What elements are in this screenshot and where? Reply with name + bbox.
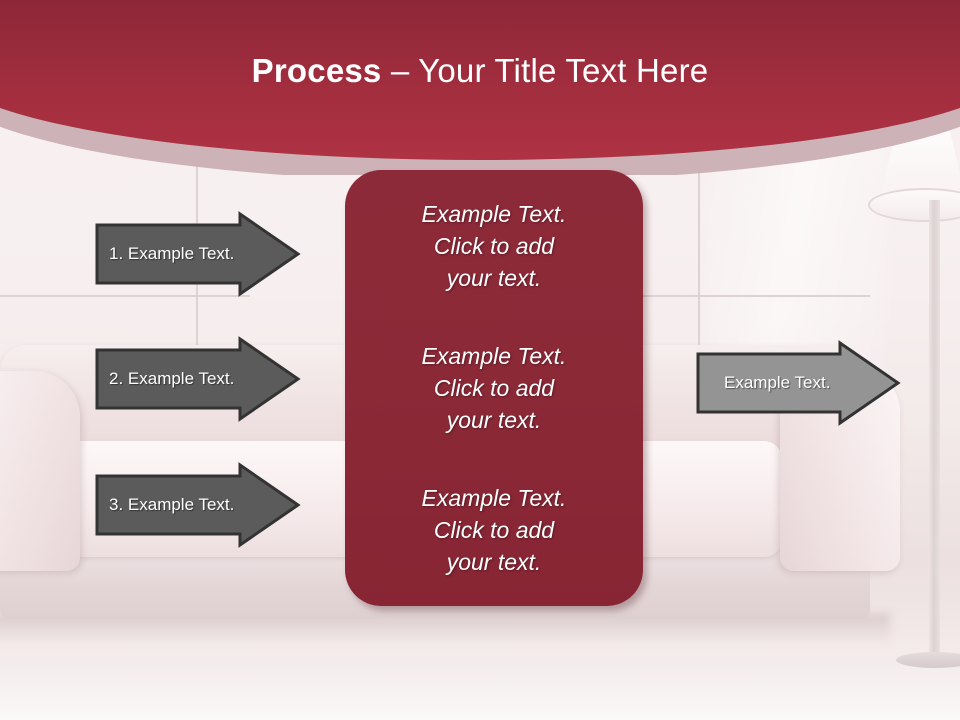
- header-red-shape: [0, 0, 960, 160]
- wall-grid-line-vertical-left: [196, 150, 198, 450]
- input-arrow-3[interactable]: 3. Example Text.: [95, 462, 301, 548]
- lamp-base-icon: [896, 652, 960, 668]
- wall-grid-line-horizontal-left: [0, 295, 250, 297]
- input-arrow-1-label: 1. Example Text.: [109, 244, 235, 263]
- arrow-right-shape-icon: [95, 211, 301, 297]
- lamp-pole-icon: [929, 200, 940, 660]
- panel-text-block-2: Example Text. Click to add your text.: [421, 343, 567, 433]
- floor-surface: [0, 660, 960, 720]
- input-arrow-1[interactable]: 1. Example Text.: [95, 211, 301, 297]
- panel-text-block-3: Example Text. Click to add your text.: [421, 485, 567, 575]
- input-arrow-3-label: 3. Example Text.: [109, 495, 235, 514]
- arrow-right-shape-icon: [95, 462, 301, 548]
- wall-grid-line-vertical-right: [698, 160, 700, 510]
- slide-title-rest: – Your Title Text Here: [381, 52, 709, 89]
- wall-grid-line-horizontal-right: [640, 295, 870, 297]
- output-arrow-label: Example Text.: [724, 373, 831, 392]
- arrow-right-shape-icon: [696, 340, 901, 426]
- input-arrow-2-label: 2. Example Text.: [109, 369, 235, 388]
- couch-arm-left: [0, 371, 80, 571]
- slide-header-band: [0, 0, 960, 175]
- slide-title-bold: Process: [251, 52, 382, 89]
- input-arrow-2[interactable]: 2. Example Text.: [95, 336, 301, 422]
- lamp-shade-rim-icon: [868, 188, 960, 222]
- panel-text-block-1: Example Text. Click to add your text.: [421, 201, 567, 291]
- arrow-right-shape-icon: [95, 336, 301, 422]
- center-process-panel[interactable]: Example Text. Click to add your text. Ex…: [345, 170, 643, 606]
- output-arrow[interactable]: Example Text.: [696, 340, 901, 426]
- slide-title: Process – Your Title Text Here: [0, 52, 960, 90]
